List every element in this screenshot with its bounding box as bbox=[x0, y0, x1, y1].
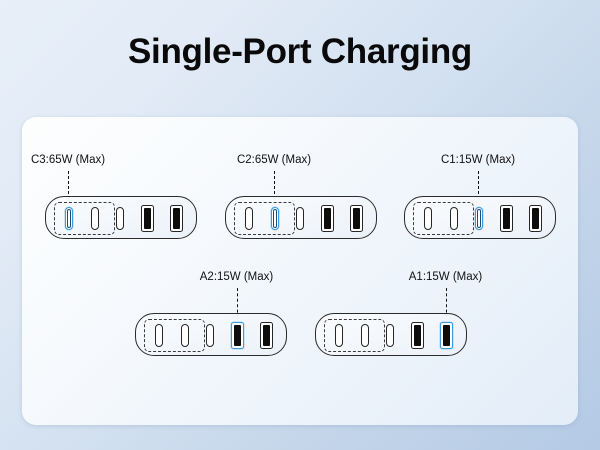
port-label: A1:15W (Max) bbox=[408, 271, 483, 283]
usb-a-port-a1[interactable] bbox=[440, 322, 453, 349]
charger-body bbox=[315, 313, 467, 356]
usb-a-port-a2[interactable] bbox=[231, 322, 244, 349]
port-row bbox=[316, 314, 468, 357]
charger-body bbox=[135, 313, 287, 356]
leader-line bbox=[274, 171, 275, 199]
usb-c-port-c2[interactable] bbox=[181, 324, 189, 347]
usb-a-port-a2[interactable] bbox=[411, 322, 424, 349]
port-pair-highlight-box bbox=[54, 202, 115, 235]
usb-c-port-c3[interactable] bbox=[335, 324, 343, 347]
usb-c-port-c3[interactable] bbox=[424, 207, 432, 230]
usb-a-port-a1[interactable] bbox=[350, 205, 363, 232]
usb-c-port-c2[interactable] bbox=[91, 207, 99, 230]
port-pair-highlight-box bbox=[144, 319, 205, 352]
leader-line bbox=[68, 171, 69, 199]
charger-body bbox=[404, 196, 556, 239]
usb-c-port-c3[interactable] bbox=[155, 324, 163, 347]
charger-body bbox=[225, 196, 377, 239]
usb-c-port-c1[interactable] bbox=[386, 324, 394, 347]
usb-c-port-c1[interactable] bbox=[206, 324, 214, 347]
diagram-panel: C3:65W (Max) C2:65W (Max) C1:15W (Max) A2:1… bbox=[22, 117, 578, 425]
usb-a-port-a2[interactable] bbox=[321, 205, 334, 232]
page-title: Single-Port Charging bbox=[127, 32, 472, 71]
usb-c-port-c3[interactable] bbox=[65, 207, 73, 230]
leader-line bbox=[445, 288, 447, 318]
usb-c-port-c2[interactable] bbox=[271, 207, 279, 230]
usb-a-port-a2[interactable] bbox=[500, 205, 513, 232]
port-row bbox=[136, 314, 288, 357]
usb-a-port-a1[interactable] bbox=[529, 205, 542, 232]
port-label: C3:65W (Max) bbox=[30, 154, 106, 166]
port-pair-highlight-box bbox=[324, 319, 385, 352]
usb-c-port-c2[interactable] bbox=[361, 324, 369, 347]
port-label: C2:65W (Max) bbox=[236, 154, 312, 166]
usb-c-port-c3[interactable] bbox=[245, 207, 253, 230]
port-row bbox=[226, 197, 378, 240]
usb-a-port-a1[interactable] bbox=[170, 205, 183, 232]
port-row bbox=[46, 197, 198, 240]
usb-a-port-a1[interactable] bbox=[260, 322, 273, 349]
port-label: C1:15W (Max) bbox=[440, 154, 516, 166]
usb-c-port-c1[interactable] bbox=[296, 207, 304, 230]
leader-line bbox=[478, 171, 479, 199]
leader-line bbox=[236, 288, 238, 318]
port-row bbox=[405, 197, 557, 240]
charger-body bbox=[45, 196, 197, 239]
usb-c-port-c2[interactable] bbox=[450, 207, 458, 230]
usb-c-port-c1[interactable] bbox=[116, 207, 124, 230]
port-pair-highlight-box bbox=[413, 202, 474, 235]
usb-a-port-a2[interactable] bbox=[141, 205, 154, 232]
usb-c-port-c1[interactable] bbox=[475, 207, 483, 230]
port-label: A2:15W (Max) bbox=[199, 271, 274, 283]
port-pair-highlight-box bbox=[234, 202, 295, 235]
